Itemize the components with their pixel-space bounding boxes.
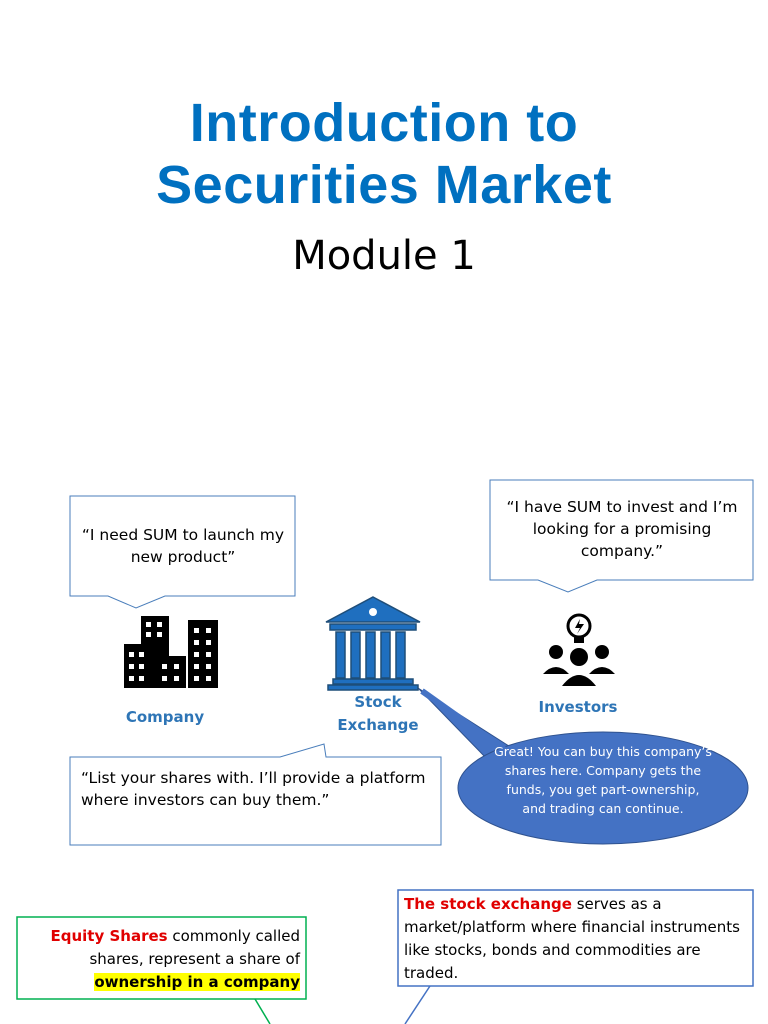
title-line-2: Securities Market: [156, 155, 612, 215]
equity-definition-text: Equity Shares commonly called shares, re…: [24, 925, 300, 994]
equity-pointer: [254, 998, 271, 1024]
investor-bubble-text: “I have SUM to invest and I’m looking fo…: [506, 498, 738, 560]
bank-building-icon: [325, 596, 421, 691]
module-subtitle: Module 1: [292, 233, 476, 279]
equity-highlight: ownership in a company: [94, 973, 300, 991]
exchange-rest: serves as a market/platform where financ…: [404, 895, 740, 982]
company-speech-bubble: [69, 495, 296, 609]
exchange-pointer: [404, 985, 431, 1024]
title-line-1: Introduction to: [189, 93, 579, 153]
exchange-bubble-text: “List your shares with. I’ll provide a p…: [81, 769, 426, 809]
investors-group-icon: [543, 613, 615, 686]
company-label: Company: [125, 708, 205, 726]
oval-callout: [417, 687, 749, 845]
stock-label-line-1: Stock: [354, 693, 402, 711]
office-buildings-icon: [124, 616, 218, 688]
stock-exchange-label: Stock Exchange: [318, 691, 438, 737]
exchange-term: The stock exchange: [404, 895, 572, 913]
investor-speech-bubble: [489, 479, 754, 593]
page-title: Introduction to Securities Market: [0, 92, 768, 216]
investors-label: Investors: [538, 698, 618, 716]
exchange-definition-text: The stock exchange serves as a market/pl…: [404, 893, 749, 985]
company-bubble-text: “I need SUM to launch my new product”: [81, 526, 285, 566]
lightbulb-icon: [566, 613, 592, 643]
equity-term: Equity Shares: [50, 927, 168, 945]
equity-rest: commonly called shares, represent a shar…: [89, 927, 300, 968]
oval-callout-text: Great! You can buy this company’s shares…: [494, 744, 712, 816]
stock-label-line-2: Exchange: [337, 716, 419, 734]
exchange-definition-box: [397, 889, 754, 987]
exchange-speech-bubble: [69, 743, 442, 846]
